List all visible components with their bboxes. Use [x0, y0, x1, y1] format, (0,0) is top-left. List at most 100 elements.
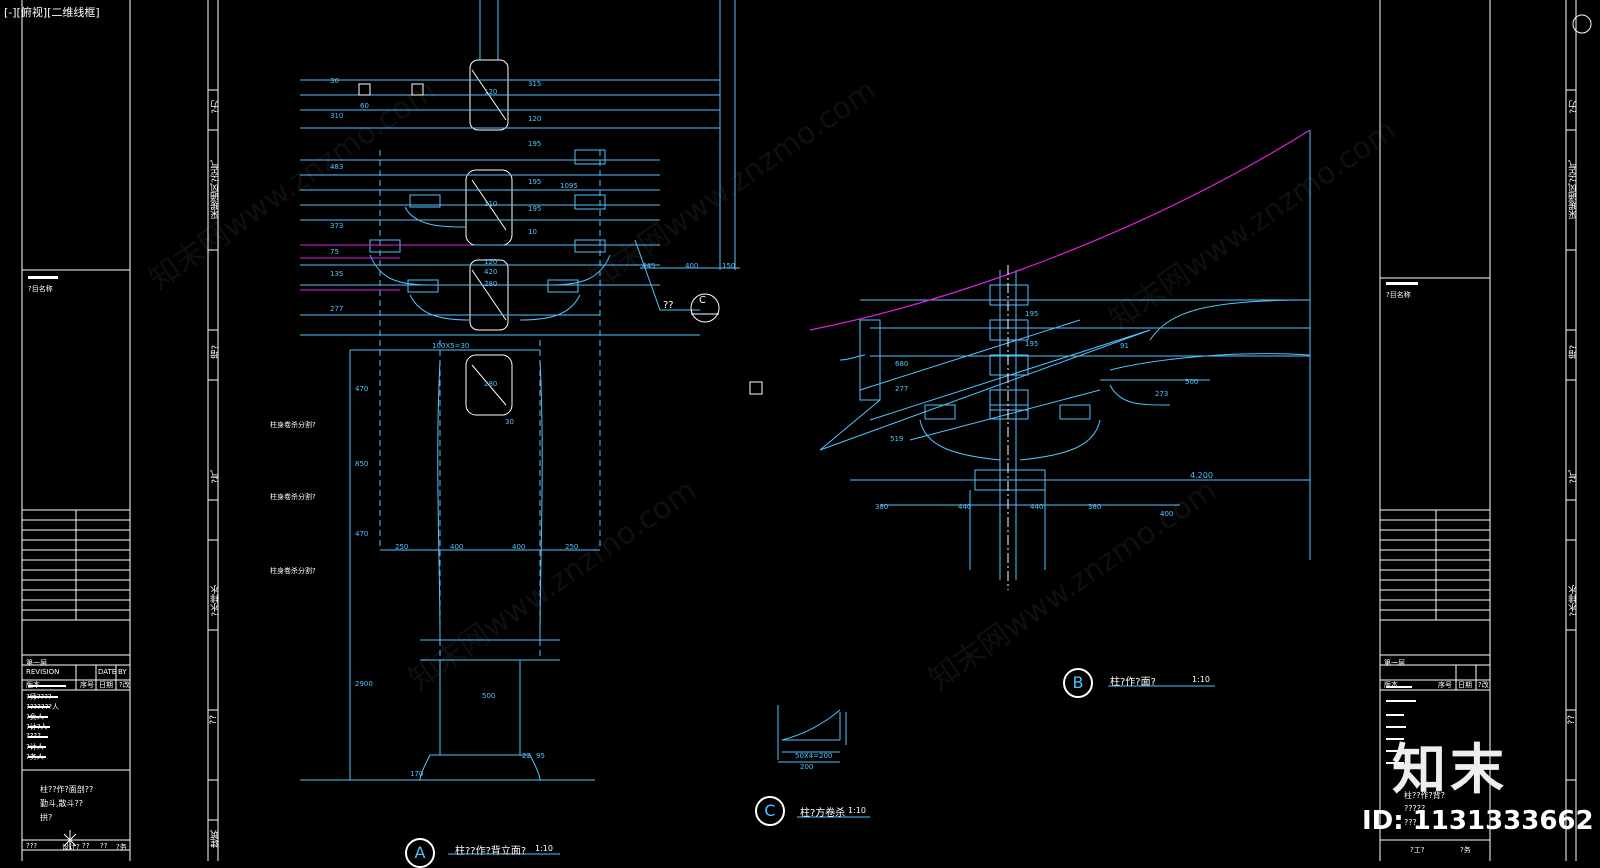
dimension-label: 195	[1025, 310, 1039, 318]
left-person-label: ????	[26, 732, 41, 740]
dimension-label: 250	[565, 543, 579, 551]
left-revision-header: DATE	[98, 668, 117, 676]
left-footer-cell: 设计?	[62, 843, 80, 851]
right-discipline-label: ?力	[1569, 100, 1579, 114]
left-discipline-label: ?力	[211, 100, 221, 114]
dimension-label: 30	[330, 77, 339, 85]
column-annotation: 柱身卷杀分割?	[270, 567, 316, 575]
left-footer-cell: ??	[82, 842, 90, 850]
right-footer-cell: ?务	[1460, 846, 1471, 854]
right-revision-cell: 日期	[1458, 681, 1472, 689]
right-title-block-fills	[1386, 282, 1418, 764]
dimension-label: 277	[330, 305, 344, 313]
dimension-label: 1095	[560, 182, 578, 190]
dimension-label: 2900	[355, 680, 373, 688]
left-revision-cell: 序号	[80, 681, 94, 689]
right-note: ???	[1404, 818, 1417, 827]
dimension-label: 380	[1088, 503, 1102, 511]
dimension-label: 273	[1155, 390, 1169, 398]
dimension-label: 440	[1030, 503, 1044, 511]
drawing-title-c: 柱?方卷杀	[800, 808, 846, 819]
dimension-label: 500	[1185, 378, 1199, 386]
dimension-label: 373	[330, 222, 344, 230]
drawing-b-geometry	[819, 130, 1311, 580]
dimension-label: 470	[355, 385, 369, 393]
dimension-label: 680	[895, 360, 909, 368]
dimension-label: 483	[330, 163, 344, 171]
right-stage-label: 第一层	[1384, 659, 1405, 667]
title-underlines	[448, 685, 1215, 855]
left-discipline-label: 建筑	[211, 830, 221, 848]
dimension-label: 95	[536, 752, 545, 760]
right-note: ?????	[1404, 804, 1426, 813]
left-revision-cell: 日期	[99, 681, 113, 689]
dimension-label: 400	[450, 543, 464, 551]
left-person-label: ?师????	[26, 693, 52, 701]
drawing-symbol-a: A	[405, 838, 435, 868]
viewport-label[interactable]: [-][俯视][二维线框]	[4, 6, 100, 19]
dimension-label: 135	[330, 270, 344, 278]
right-discipline-label: ?水排水	[1569, 585, 1579, 617]
callout-symbol: C	[699, 295, 706, 306]
left-footer-cell: ?务	[116, 843, 127, 851]
right-discipline-label: ??	[1567, 715, 1577, 725]
dimension-label: 50X4=200	[795, 752, 833, 760]
left-revision-cell: 版本	[26, 681, 40, 689]
right-revision-cell: 版本	[1384, 681, 1398, 689]
dimension-label: 91	[1120, 342, 1129, 350]
right-discipline-label: 采暖通风?空气	[1569, 160, 1579, 219]
drawing-symbol-c: C	[755, 796, 785, 826]
dimension-label: 195	[528, 140, 542, 148]
resource-id: ID: 1131333662	[1362, 806, 1594, 836]
drawing-a-markers	[358, 83, 763, 395]
dimension-label: 60	[360, 102, 369, 110]
drawing-scale-b: 1:10	[1192, 675, 1210, 684]
dimension-label: 850	[355, 460, 369, 468]
dimension-label: 22	[522, 752, 531, 760]
left-stage-label: 第一层	[26, 659, 47, 667]
brand-logo: 知末	[1392, 738, 1508, 801]
dimension-label: 400	[685, 262, 699, 270]
dimension-label: 120	[528, 115, 542, 123]
right-note: 柱??作?背?	[1404, 791, 1445, 800]
left-note: 拱?	[40, 813, 53, 822]
left-person-label: ?计人	[26, 743, 44, 751]
drawing-title-b: 柱?作?面?	[1110, 677, 1156, 688]
right-revision-cell: ?改	[1478, 681, 1489, 689]
drawing-scale-c: 1:10	[848, 806, 866, 815]
drawing-b-roof-curve	[809, 129, 1311, 331]
left-project-label: ?目名称	[28, 285, 53, 293]
left-discipline-label: ?气	[211, 470, 221, 484]
dimension-label: 280	[484, 280, 498, 288]
drawing-title-a: 柱??作?背立面?	[455, 846, 527, 857]
left-title-block-fills	[28, 276, 66, 758]
left-person-label: ?负人	[26, 713, 44, 721]
dimension-label: 445	[642, 262, 656, 270]
right-discipline-label: ?气	[1569, 470, 1579, 484]
dimension-label: 10	[528, 228, 537, 236]
right-revision-cell: 序号	[1438, 681, 1452, 689]
level-marker: 4.200	[1190, 471, 1213, 480]
dimension-label: 277	[895, 385, 909, 393]
dimension-label: 500	[482, 692, 496, 700]
left-revision-header: REVISION	[26, 668, 60, 676]
dimension-label: 110	[484, 200, 498, 208]
left-footer-cell: ???	[26, 842, 38, 850]
dimension-label: 440	[958, 503, 972, 511]
dimension-label: 400	[512, 543, 526, 551]
left-title-block-frame	[21, 0, 219, 861]
dimension-label: 195	[1025, 340, 1039, 348]
dimension-label: 75	[330, 248, 339, 256]
crosshair-cursor	[60, 830, 80, 850]
dimension-label: 315	[528, 80, 542, 88]
right-project-label: ?目名称	[1386, 291, 1411, 299]
dimension-label: 380	[875, 503, 889, 511]
drawing-a-magenta-lines	[300, 244, 470, 291]
column-annotation: 柱身卷杀分割?	[270, 493, 316, 501]
dimension-label: 280	[484, 380, 498, 388]
dimension-label: 170	[410, 770, 424, 778]
dimension-label: 310	[330, 112, 344, 120]
left-discipline-label: ??	[209, 715, 219, 725]
left-revision-header: BY	[118, 668, 127, 676]
